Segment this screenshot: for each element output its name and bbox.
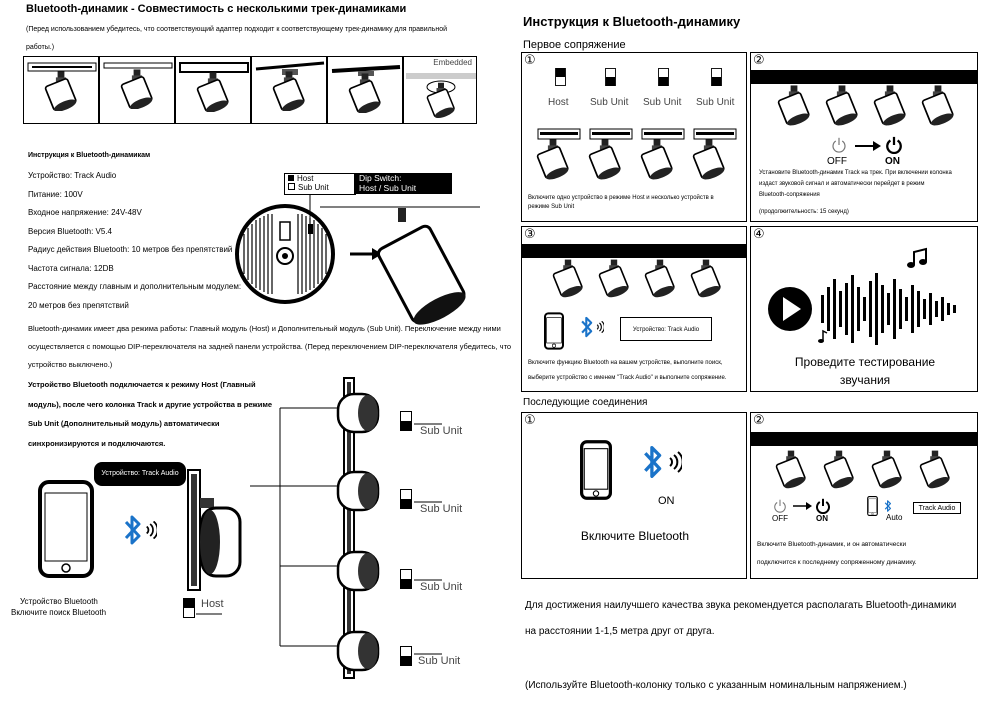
p2-caption-2: издаст звуковой сигнал и автоматически п…	[759, 181, 925, 187]
track-variant-4	[251, 56, 327, 124]
sub-unit-label: Sub Unit	[420, 503, 463, 515]
step-1-panel: ① Host Sub Unit Sub Unit Sub Unit Включи…	[521, 52, 747, 222]
track-variant-1	[23, 56, 99, 124]
host-dip-switch	[183, 598, 195, 618]
first-pairing-heading: Первое сопряжение	[523, 39, 626, 51]
p6-track-name: Track Audio	[913, 502, 961, 514]
step-number: ④	[753, 227, 765, 242]
step-number: ①	[524, 53, 536, 68]
spec-item: 20 метров без препятствий	[28, 300, 129, 310]
sub-unit-label: Sub Unit	[420, 581, 463, 593]
spec-item: Питание: 100V	[28, 189, 83, 199]
track-rail	[522, 244, 746, 258]
p6-caption-1: Включите Bluetooth-динамик, и он автомат…	[757, 541, 907, 548]
page-title-right: Инструкция к Bluetooth-динамику	[523, 14, 741, 29]
track-rail	[751, 432, 977, 446]
modes-line: осуществляется с помощью DIP-переключате…	[28, 342, 512, 351]
dip-legend-host: Host	[297, 174, 314, 183]
track-variant-2	[99, 56, 175, 124]
modes-line: устройство выключено.)	[28, 360, 113, 369]
compat-note-1: (Перед использованием убедитесь, что соо…	[26, 26, 448, 33]
bluetooth-icon	[124, 515, 157, 545]
specs-title: Инструкция к Bluetooth-динамикам	[28, 152, 151, 159]
dip-switch-callout: Dip Switch: Host / Sub Unit	[354, 173, 452, 194]
spec-item: Расстояние между главным и дополнительны…	[28, 282, 242, 291]
phone-icon	[38, 480, 94, 578]
dip-switch-callout-line1: Dip Switch:	[359, 173, 402, 183]
p4-caption-2: звучания	[839, 373, 891, 387]
step-4-panel: ④ Проведите тестирование звучания	[750, 226, 978, 392]
spec-item: Входное напряжение: 24V-48V	[28, 208, 142, 217]
embedded-label: Embedded	[433, 58, 472, 67]
bold-line: Sub Unit (Дополнительный модуль) автомат…	[28, 419, 220, 428]
p5-on: ON	[658, 495, 675, 507]
dip-legend: Host Sub Unit	[284, 173, 356, 195]
p1-label: Sub Unit	[696, 97, 735, 108]
page-title-left: Bluetooth-динамик - Совместимость с неск…	[26, 3, 407, 15]
track-variant-3	[175, 56, 251, 124]
sound-test-graphic	[768, 247, 956, 345]
step-number: ②	[753, 413, 765, 428]
compat-note-2: работы.)	[26, 44, 55, 51]
device-name-bubble: Устройство: Track Audio	[94, 462, 186, 486]
specs-list: Устройство: Track Audio Питание: 100V Вх…	[28, 167, 241, 315]
host-speaker-illustration	[170, 469, 245, 591]
phone-caption-1: Устройство Bluetooth	[20, 597, 98, 606]
step-number: ②	[753, 53, 765, 68]
p2-off: OFF	[827, 156, 847, 167]
sub-unit-chain: Sub Unit Sub Unit Sub Unit Sub Unit	[240, 377, 480, 679]
p6-off: OFF	[772, 514, 788, 523]
spec-item: Радиус действия Bluetooth: 10 метров без…	[28, 245, 233, 254]
dip-legend-sub: Sub Unit	[298, 183, 329, 192]
reconnect-step-1-panel: ① ON Включите Bluetooth	[521, 412, 747, 579]
bold-line: синхронизируются и подключаются.	[28, 438, 166, 448]
spec-item: Частота сигнала: 12DB	[28, 263, 114, 273]
p2-caption-3: Bluetooth-сопряжения	[759, 192, 820, 198]
p6-caption-2: подключится к последнему сопряженному ди…	[757, 559, 917, 566]
p3-caption-2: выберите устройство с именем "Track Audi…	[528, 375, 727, 381]
p2-caption-1: Установите Bluetooth-динамик Track на тр…	[759, 170, 952, 176]
later-connections-heading: Последующие соединения	[523, 397, 648, 408]
bold-line: Устройство Bluetooth подключается к режи…	[28, 380, 256, 389]
dip-switch-callout-line2: Host / Sub Unit	[359, 183, 417, 193]
sub-unit-label: Sub Unit	[420, 425, 463, 437]
track-variant-5	[327, 56, 403, 124]
p1-caption-1: Включите одно устройство в режиме Host и…	[528, 195, 714, 201]
spec-item: Версия Bluetooth: V5.4	[28, 226, 112, 236]
footer-line-3: (Используйте Bluetooth-колонку только с …	[525, 680, 907, 691]
step-number: ③	[524, 227, 536, 242]
spec-item: Устройство: Track Audio	[28, 171, 117, 180]
p1-label: Sub Unit	[643, 97, 682, 108]
p3-caption-1: Включите функцию Bluetooth на вашем устр…	[528, 360, 723, 366]
phone-caption-2: Включите поиск Bluetooth	[11, 608, 107, 617]
dip-switch-illustration: Host Sub Unit Dip Switch: Host / Sub Uni…	[230, 172, 480, 325]
host-sync-paragraph: Устройство Bluetooth подключается к режи…	[28, 375, 272, 453]
track-variants-strip: Embedded	[23, 56, 477, 124]
p3-device-name: Устройство: Track Audio	[620, 317, 712, 341]
step-3-panel: ③ Устройство: Track Audio Включите функц…	[521, 226, 747, 392]
p2-caption-4: (продолжительность: 15 секунд)	[759, 209, 849, 215]
footer-line-1: Для достижения наилучшего качества звука…	[525, 600, 957, 611]
p1-label: Host	[548, 97, 569, 108]
host-dip-label: Host	[201, 598, 224, 610]
p5-caption: Включите Bluetooth	[580, 529, 690, 543]
p1-label: Sub Unit	[590, 97, 629, 108]
bold-line: модуль), после чего колонка Track и друг…	[28, 399, 273, 409]
p4-caption-1: Проведите тестирование	[794, 355, 936, 369]
footer-line-2: на расстоянии 1-1,5 метра друг от друга.	[525, 626, 715, 637]
reconnect-step-2-panel: ② OFF ON Auto Track Audio Включите Bluet…	[750, 412, 978, 579]
step-number: ①	[524, 413, 536, 428]
track-rail	[751, 70, 977, 84]
p6-on: ON	[816, 514, 828, 523]
track-variant-embedded: Embedded	[403, 56, 477, 124]
modes-paragraph: Bluetooth-динамик имеет два режима работ…	[28, 320, 511, 374]
modes-line: Bluetooth-динамик имеет два режима работ…	[28, 324, 501, 333]
p1-caption-2: режиме Sub Unit	[528, 204, 575, 210]
sub-unit-label: Sub Unit	[418, 655, 461, 667]
p2-on: ON	[885, 156, 900, 167]
step-2-panel: ② OFF ON Установите Bluetooth-динамик Tr…	[750, 52, 978, 222]
p6-auto: Auto	[886, 513, 903, 522]
